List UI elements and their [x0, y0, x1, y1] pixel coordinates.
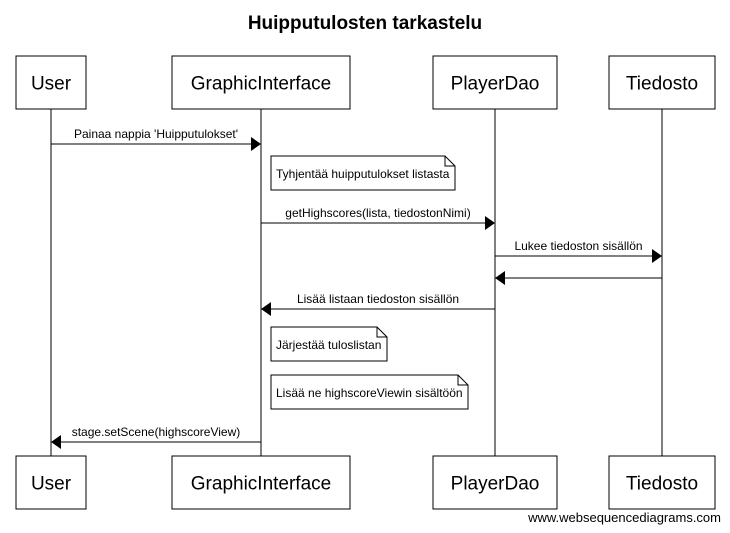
message-gui-to-dao: getHighscores(lista, tiedostonNimi) [261, 206, 495, 230]
participants-bottom: User GraphicInterface PlayerDao Tiedosto [15, 455, 716, 510]
participant-box [432, 455, 558, 510]
participant-file-top: Tiedosto [608, 55, 716, 110]
message-dao-to-file: Lukee tiedoston sisällön [495, 239, 662, 263]
note-label: Lisää ne highscoreViewin sisältöön [276, 386, 463, 400]
note-box [270, 326, 388, 362]
message-label: Painaa nappia 'Huipputulokset' [74, 127, 238, 141]
note-fold [457, 375, 468, 386]
arrowhead [652, 249, 662, 263]
arrowhead [485, 216, 495, 230]
participant-label: PlayerDao [451, 474, 540, 495]
note-gui: Järjestää tuloslistan [270, 326, 388, 362]
note-fold [444, 156, 455, 167]
diagram-title: Huipputulosten tarkastelu [248, 13, 482, 34]
note-box [270, 374, 469, 410]
diagram-steps: Painaa nappia 'Huipputulokset' Tyhjentää … [51, 127, 662, 449]
participant-box [15, 455, 87, 510]
participant-box [608, 455, 716, 510]
message-label: Lisää listaan tiedoston sisällön [297, 292, 459, 306]
note-label: Tyhjentää huipputulokset listasta [276, 167, 450, 181]
message-label: Lukee tiedoston sisällön [514, 239, 642, 253]
message-label: stage.setScene(highscoreView) [72, 425, 241, 439]
participant-user-top: User [15, 55, 87, 110]
lifelines [50, 109, 663, 456]
participant-box [15, 55, 87, 110]
arrowhead [495, 271, 505, 285]
arrowhead [51, 435, 61, 449]
note-label: Järjestää tuloslistan [276, 338, 381, 352]
message-file-to-dao [495, 271, 662, 285]
message-gui-to-user: stage.setScene(highscoreView) [51, 425, 261, 449]
participant-box [608, 55, 716, 110]
note-gui: Tyhjentää huipputulokset listasta [270, 155, 456, 191]
arrowhead [261, 302, 271, 316]
note-fold [376, 327, 387, 338]
participant-dao-bottom: PlayerDao [432, 455, 558, 510]
participant-label: Tiedosto [626, 74, 698, 95]
participant-user-bottom: User [15, 455, 87, 510]
participant-box [171, 455, 351, 510]
participant-label: User [31, 474, 72, 495]
participant-box [432, 55, 558, 110]
participant-label: PlayerDao [451, 74, 540, 95]
message-label: getHighscores(lista, tiedostonNimi) [285, 206, 470, 220]
participant-label: Tiedosto [626, 474, 698, 495]
participant-gui-bottom: GraphicInterface [171, 455, 351, 510]
participant-dao-top: PlayerDao [432, 55, 558, 110]
participant-file-bottom: Tiedosto [608, 455, 716, 510]
participants-top: User GraphicInterface PlayerDao Tiedosto [15, 55, 716, 110]
note-box [270, 155, 456, 191]
watermark-text: www.websequencediagrams.com [527, 510, 721, 525]
participant-box [171, 55, 351, 110]
participant-label: User [31, 74, 72, 95]
message-dao-to-gui: Lisää listaan tiedoston sisällön [261, 292, 495, 316]
participant-label: GraphicInterface [191, 474, 331, 495]
participant-gui-top: GraphicInterface [171, 55, 351, 110]
message-user-to-gui: Painaa nappia 'Huipputulokset' [51, 127, 261, 151]
note-gui: Lisää ne highscoreViewin sisältöön [270, 374, 469, 410]
arrowhead [251, 137, 261, 151]
participant-label: GraphicInterface [191, 74, 331, 95]
